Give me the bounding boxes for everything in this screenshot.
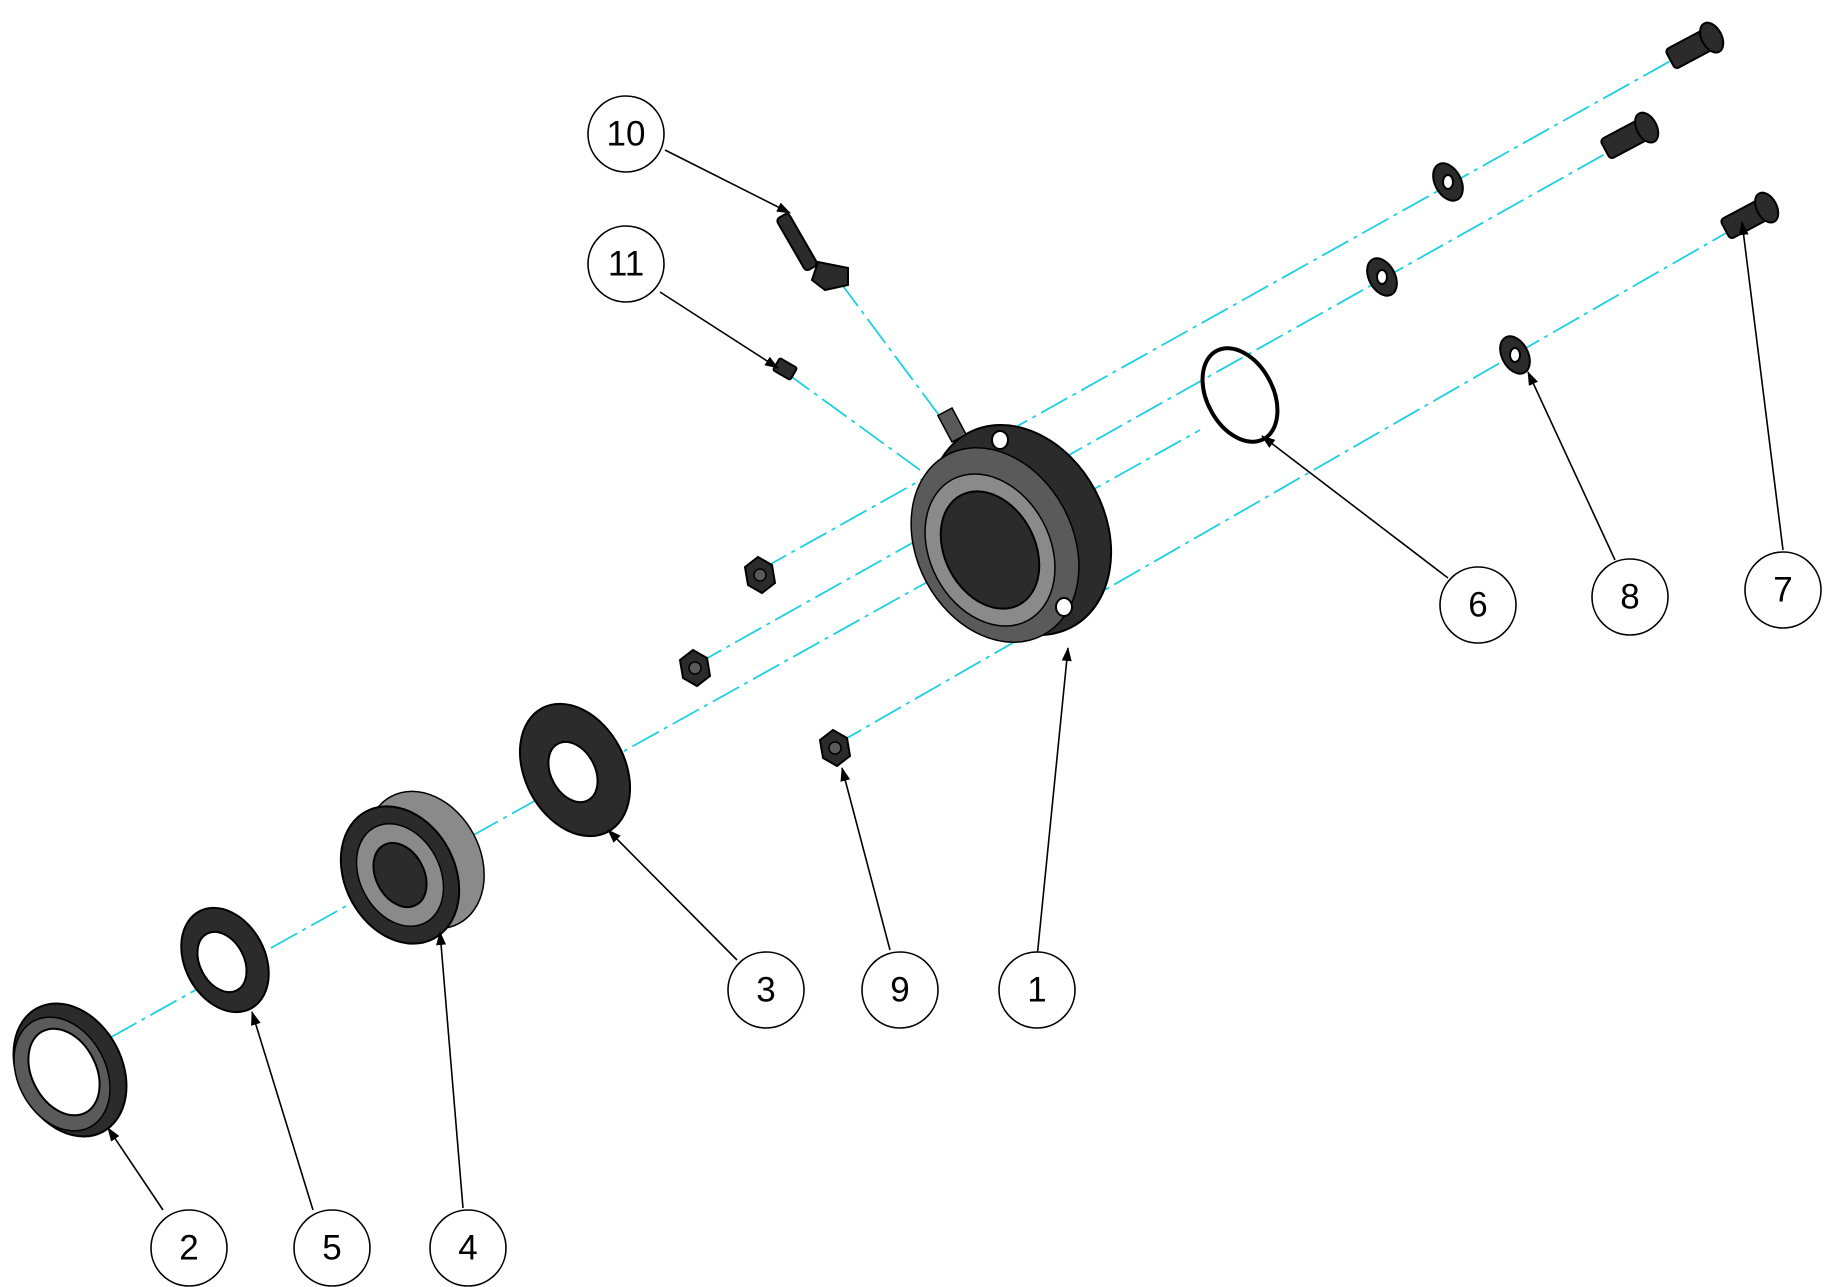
balloon-7-label: 7 — [1773, 571, 1792, 610]
bolt-low — [1720, 191, 1780, 239]
balloon-2: 2 — [150, 1209, 228, 1287]
o-ring-part — [1200, 346, 1280, 444]
balloons: 1 2 3 4 5 6 7 8 — [150, 95, 1822, 1287]
set-screw-part — [772, 357, 798, 381]
balloon-6: 6 — [1439, 566, 1517, 644]
housing-flange-part — [910, 406, 1113, 643]
spacer-washer-part — [180, 906, 270, 1014]
balloon-1: 1 — [998, 951, 1076, 1029]
ball-bearing-part — [339, 790, 485, 945]
balloon-5-label: 5 — [322, 1229, 341, 1268]
leader-8 — [1527, 371, 1616, 561]
locking-ring-part — [12, 1002, 128, 1138]
balloon-10: 10 — [587, 95, 665, 173]
balloon-8: 8 — [1591, 558, 1669, 636]
leader-4 — [436, 931, 464, 1209]
bolt-top — [1665, 21, 1725, 69]
leader-1 — [1036, 647, 1072, 959]
balloon-1-label: 1 — [1027, 971, 1046, 1010]
set-screw-centerline — [784, 371, 921, 471]
balloon-7: 7 — [1744, 551, 1822, 629]
leader-lines — [107, 149, 1784, 1211]
balloon-4: 4 — [429, 1209, 507, 1287]
balloon-9: 9 — [861, 951, 939, 1029]
leader-2 — [107, 1127, 164, 1211]
balloon-5: 5 — [293, 1209, 371, 1287]
hex-nuts-part — [678, 555, 852, 768]
lock-washers-part — [1366, 162, 1531, 375]
grease-fitting-part — [776, 212, 849, 292]
bolts-part — [1600, 21, 1780, 239]
balloon-11-label: 11 — [608, 245, 644, 284]
balloon-8-label: 8 — [1620, 578, 1639, 617]
balloon-9-label: 9 — [890, 971, 909, 1010]
leader-5 — [251, 1011, 314, 1211]
bolt-axis-low-centerline — [834, 224, 1741, 746]
balloon-10-label: 10 — [607, 115, 646, 154]
leader-10 — [664, 149, 791, 214]
centerlines — [69, 49, 1741, 1061]
leader-9 — [840, 767, 891, 951]
balloon-6-label: 6 — [1468, 586, 1487, 625]
balloon-3-label: 3 — [756, 971, 775, 1010]
o-ring-outline — [1200, 346, 1280, 444]
grease-fitting-centerline — [839, 281, 951, 431]
leader-6 — [1261, 435, 1449, 579]
bolt-mid — [1600, 111, 1660, 159]
balloon-2-label: 2 — [179, 1229, 198, 1268]
balloon-4-label: 4 — [458, 1229, 477, 1268]
large-washer-part — [518, 702, 632, 838]
leader-7 — [1738, 221, 1784, 551]
leader-3 — [607, 829, 738, 961]
balloon-3: 3 — [727, 951, 805, 1029]
bolt-axis-top-centerline — [759, 49, 1691, 571]
leader-11 — [659, 291, 779, 369]
bolt-axis-mid-centerline — [694, 139, 1631, 666]
balloon-11: 11 — [587, 225, 665, 303]
